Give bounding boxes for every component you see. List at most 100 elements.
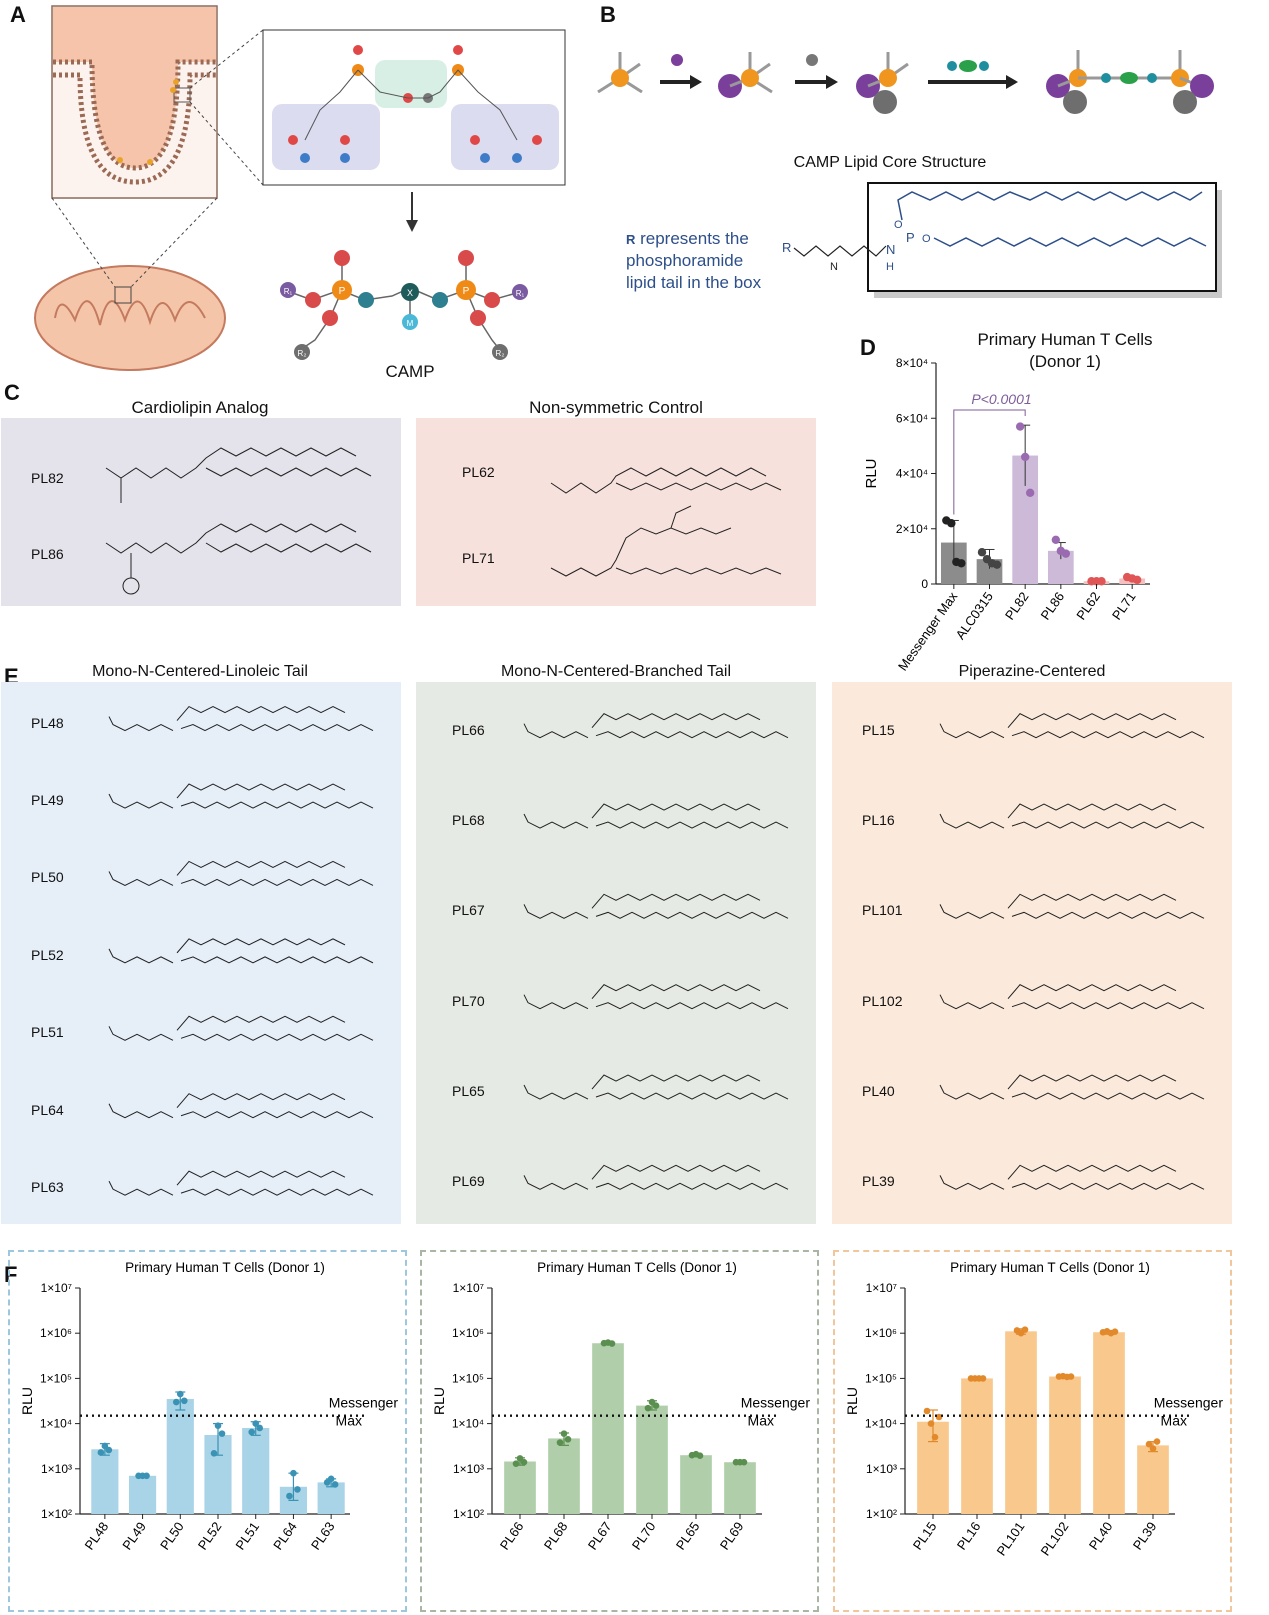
bar [1049, 1376, 1081, 1514]
x-tick-label: PL51 [232, 1519, 262, 1552]
compound-label: PL102 [862, 992, 903, 1009]
structure-tail [595, 1182, 789, 1190]
structure-head [523, 1084, 589, 1100]
structure-tail [176, 1093, 346, 1109]
structure-tail [1007, 803, 1177, 819]
y-tick-label: 1×10³ [41, 1462, 72, 1476]
data-point [977, 548, 987, 557]
structure-tail [180, 1188, 374, 1196]
y-tick-label: 6×10⁴ [896, 411, 928, 425]
compound-label: PL39 [862, 1173, 895, 1190]
compound-label: PL65 [452, 1083, 485, 1100]
x-tick-label: PL16 [954, 1519, 984, 1552]
structure-tail [595, 911, 789, 919]
data-point [1097, 577, 1106, 586]
structure-head [108, 1103, 174, 1119]
data-point [1149, 1445, 1157, 1452]
significance-label: P<0.0001 [971, 391, 1031, 407]
data-point [210, 1450, 218, 1457]
data-point [1020, 452, 1030, 462]
compound-label: PL15 [862, 721, 895, 738]
bar [636, 1405, 668, 1514]
svg-text:R₁: R₁ [516, 289, 525, 298]
data-point [143, 1472, 150, 1480]
panel-a-illustration: R₁ P X M P R₁ R₂ R₂ CAMP [34, 5, 566, 381]
structure-head [108, 793, 174, 809]
svg-text:R₂: R₂ [496, 349, 505, 358]
y-axis-label: RLU [19, 1387, 35, 1415]
data-point [608, 1340, 616, 1347]
y-tick-label: 1×10⁷ [41, 1281, 72, 1295]
chart-title: Primary Human T Cells (Donor 1) [125, 1260, 325, 1275]
panel-label-b: B [600, 2, 616, 27]
structure-tail [1011, 911, 1205, 919]
data-point [1061, 549, 1071, 558]
panel-label-a: A [10, 2, 26, 27]
x-tick-label: PL86 [1038, 589, 1068, 622]
chart-f1-svg: Primary Human T Cells (Donor 1)1×10²1×10… [19, 1260, 398, 1553]
reference-label: Messenger [741, 1395, 811, 1411]
structure-tail [180, 801, 374, 809]
panel-b-scheme: CAMP Lipid Core Structure R represents t… [597, 50, 1222, 298]
structure-tail [595, 1002, 789, 1010]
compound-label: PL67 [452, 902, 485, 919]
bar [166, 1399, 194, 1514]
structure-head [108, 871, 174, 887]
panel-f-frame-3: Primary Human T Cells (Donor 1) 1×10² 1×10… [833, 1250, 1232, 1612]
y-tick-label: 1×10⁴ [40, 1417, 72, 1431]
data-point [520, 1458, 528, 1466]
data-point [294, 1486, 301, 1493]
reference-label: Max [1161, 1413, 1187, 1429]
compound-label: PL70 [452, 992, 485, 1009]
structure-tail [591, 803, 761, 819]
svg-text:X: X [407, 288, 413, 298]
structure-tail [176, 783, 346, 799]
compound-label: PL64 [31, 1101, 64, 1118]
y-axis-label: RLU [844, 1387, 860, 1415]
data-point [957, 559, 966, 568]
y-tick-label: 1×10⁴ [865, 1417, 897, 1431]
data-point [740, 1458, 748, 1466]
bar [242, 1427, 270, 1514]
x-tick-label: PL62 [1073, 589, 1103, 622]
structure-tail [595, 1092, 789, 1100]
x-tick-label: PL64 [270, 1519, 300, 1552]
y-tick-label: 1×10⁷ [453, 1281, 484, 1295]
data-point [97, 1449, 105, 1456]
x-tick-label: PL70 [629, 1519, 659, 1552]
data-point [931, 1433, 939, 1441]
bar [961, 1378, 993, 1514]
data-point [180, 1397, 188, 1405]
compound-label: PL49 [31, 792, 64, 808]
structure-head [108, 1180, 174, 1196]
x-tick-label: PL15 [910, 1519, 940, 1552]
compound-label: PL71 [462, 550, 495, 566]
x-tick-label: PL63 [308, 1519, 338, 1552]
y-tick-label: 1×10² [866, 1507, 897, 1521]
structure-drawings [105, 447, 372, 595]
data-point [256, 1424, 264, 1432]
data-point [652, 1402, 660, 1409]
core-structure-title: CAMP Lipid Core Structure [794, 154, 987, 171]
structure-drawings [108, 705, 374, 1196]
x-tick-label: PL39 [1130, 1519, 1160, 1552]
data-point [214, 1422, 222, 1429]
structure-tail [1007, 1164, 1177, 1180]
structure-tail [176, 1170, 346, 1186]
y-tick-label: 2×10⁴ [896, 522, 928, 536]
structure-tail [180, 878, 374, 887]
structure-head [108, 716, 174, 732]
structure-tail [591, 984, 761, 1000]
bar [724, 1462, 756, 1514]
structure-head [108, 948, 174, 964]
data-point [172, 1398, 180, 1406]
y-tick-label: 1×10⁵ [40, 1371, 72, 1385]
y-tick-label: 4×10⁴ [896, 467, 928, 481]
compound-label: PL48 [31, 714, 64, 731]
chart-title: Primary Human T Cells (Donor 1) [950, 1260, 1150, 1275]
structure-tail [180, 1033, 374, 1041]
bar [1093, 1332, 1125, 1514]
compound-label: PL16 [862, 812, 895, 829]
